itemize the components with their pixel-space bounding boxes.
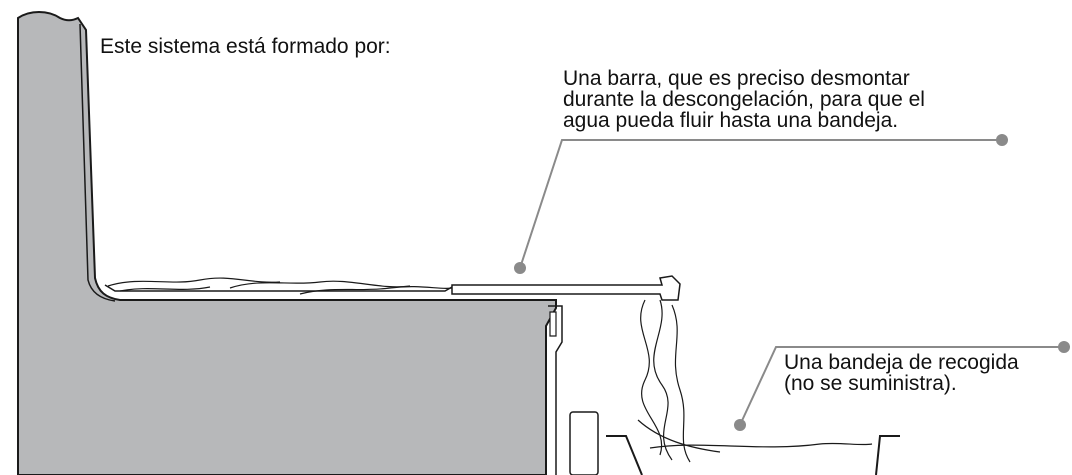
callout-bar-line-2: durante la descongelación, para que el — [563, 88, 925, 111]
leader-dot-bar-start — [514, 262, 526, 274]
leader-dot-bar-end — [996, 134, 1008, 146]
melting-ice — [107, 277, 453, 295]
leader-bar — [514, 134, 1008, 274]
callout-bar-line-3: agua pueda fluir hasta una bandeja. — [563, 109, 899, 132]
leader-dot-tray-start — [734, 419, 746, 431]
inner-liner — [79, 23, 116, 302]
drain-bar — [451, 275, 681, 301]
appliance-body — [17, 11, 557, 475]
drain-channel — [104, 284, 453, 292]
callout-tray-line-2: (no se suministra). — [784, 372, 957, 395]
callout-tray-text: Una bandeja de recogida (no se suministr… — [784, 352, 1019, 394]
callout-bar-line-1: Una barra, que es preciso desmontar — [563, 67, 910, 90]
callout-tray-line-1: Una bandeja de recogida — [784, 351, 1019, 374]
leader-dot-tray-end — [1058, 341, 1070, 353]
water-stream — [637, 299, 721, 463]
intro-text: Este sistema está formado por: — [100, 35, 391, 58]
door-seal — [549, 311, 557, 337]
callout-bar-text: Una barra, que es preciso desmontar dura… — [563, 68, 925, 131]
leader-tray — [734, 341, 1070, 431]
body-bracket — [569, 411, 599, 475]
tray-water — [649, 442, 873, 449]
collection-tray — [606, 435, 900, 475]
front-edge — [548, 305, 563, 475]
